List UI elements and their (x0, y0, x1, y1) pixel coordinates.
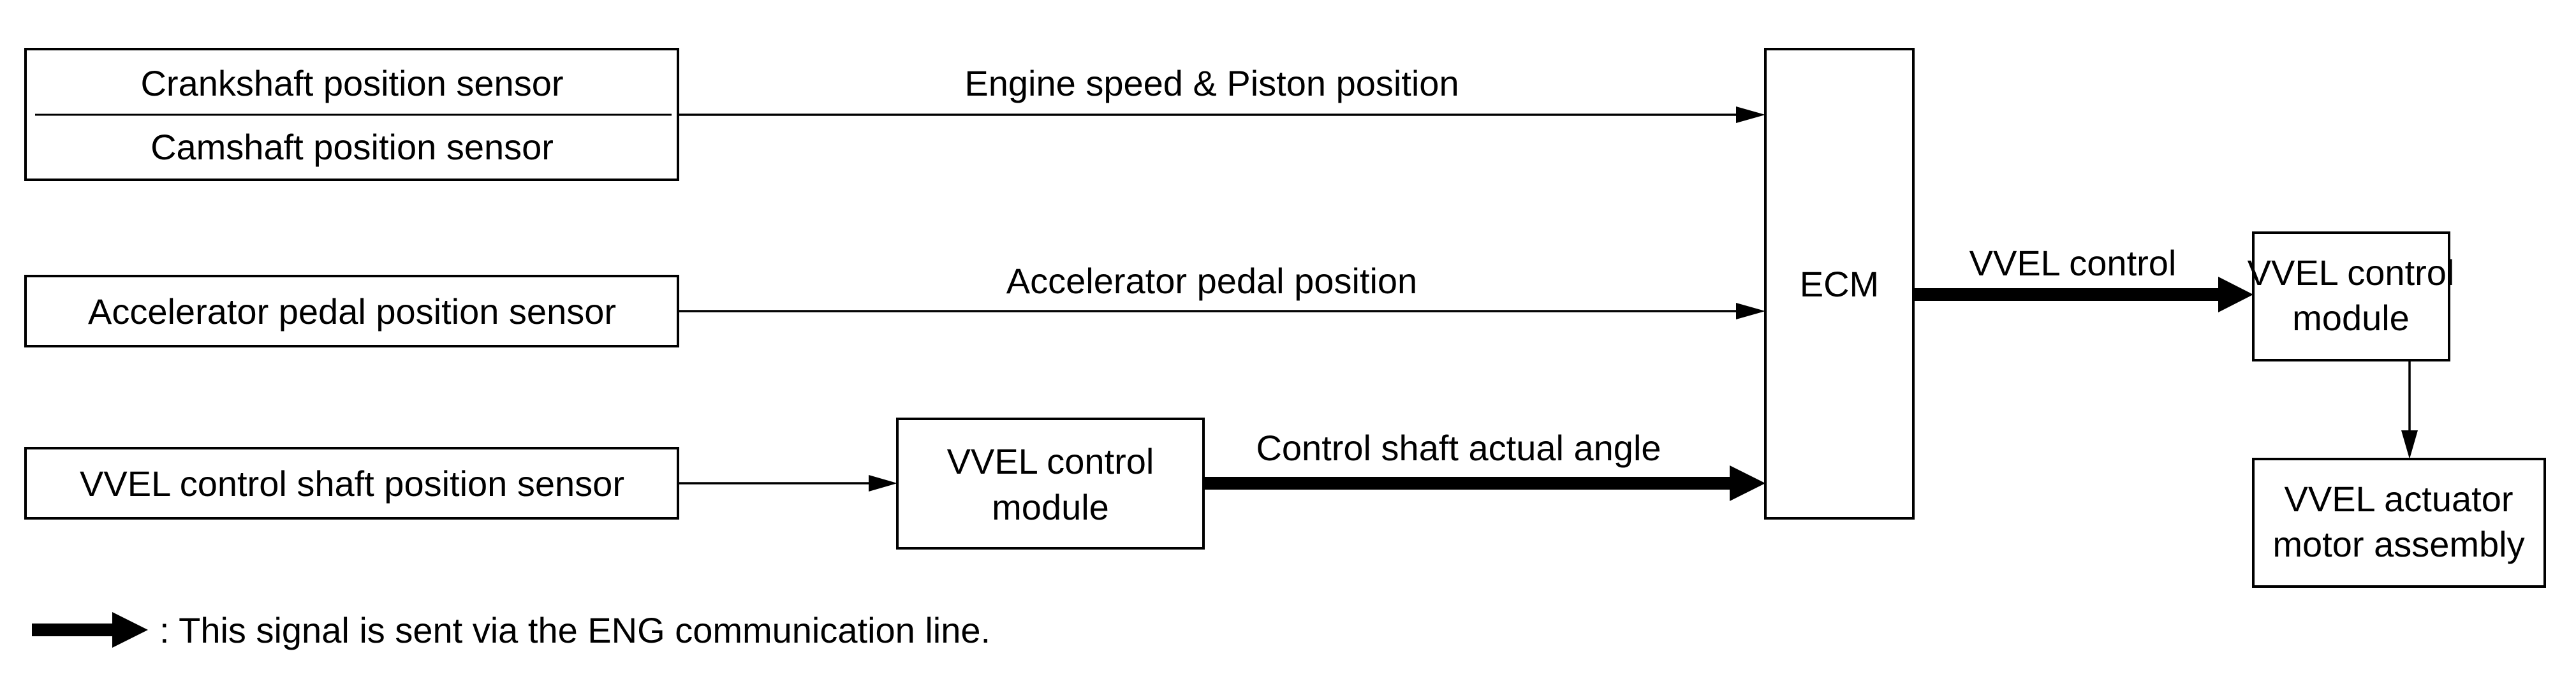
engine-speed-label: Engine speed & Piston position (964, 63, 1459, 103)
vvel-module-right-line1: VVEL control (2248, 252, 2455, 293)
crank-cam-sensor-box: Crankshaft position sensor Camshaft posi… (24, 48, 679, 181)
actuator-line2: motor assembly (2272, 524, 2524, 564)
module-to-actuator-arrow (2401, 360, 2418, 459)
accelerator-sensor-label: Accelerator pedal position sensor (88, 291, 616, 332)
ecm-box: ECM (1764, 48, 1915, 520)
vvel-shaft-sensor-label: VVEL control shaft position sensor (80, 463, 624, 504)
accelerator-position-label: Accelerator pedal position (1006, 261, 1417, 301)
vvel-control-module-left: VVEL control module (896, 418, 1205, 550)
engine-speed-arrow: Engine speed & Piston position (678, 63, 1765, 123)
control-shaft-angle-label: Control shaft actual angle (1256, 428, 1661, 468)
vvel-control-arrow: VVEL control (1913, 243, 2253, 312)
vvel-control-label: VVEL control (1969, 243, 2177, 283)
ecm-label: ECM (1800, 264, 1879, 304)
vvel-module-right-line2: module (2292, 298, 2410, 338)
vvel-control-module-right: VVEL control module (2248, 231, 2455, 361)
vvel-module-left-line2: module (992, 487, 1109, 527)
vvel-actuator-box: VVEL actuator motor assembly (2252, 458, 2546, 588)
accelerator-sensor-box: Accelerator pedal position sensor (24, 275, 679, 347)
shaft-sensor-to-module-arrow (678, 475, 897, 492)
vvel-shaft-sensor-box: VVEL control shaft position sensor (24, 447, 679, 520)
vvel-module-left-line1: VVEL control (947, 441, 1154, 481)
legend: : This signal is sent via the ENG commun… (32, 610, 990, 650)
crankshaft-sensor-label: Crankshaft position sensor (140, 63, 563, 103)
camshaft-sensor-label: Camshaft position sensor (151, 127, 554, 167)
accelerator-position-arrow: Accelerator pedal position (678, 261, 1765, 319)
control-shaft-angle-arrow: Control shaft actual angle (1203, 428, 1765, 501)
legend-text: : This signal is sent via the ENG commun… (159, 610, 990, 650)
actuator-line1: VVEL actuator (2284, 479, 2513, 519)
